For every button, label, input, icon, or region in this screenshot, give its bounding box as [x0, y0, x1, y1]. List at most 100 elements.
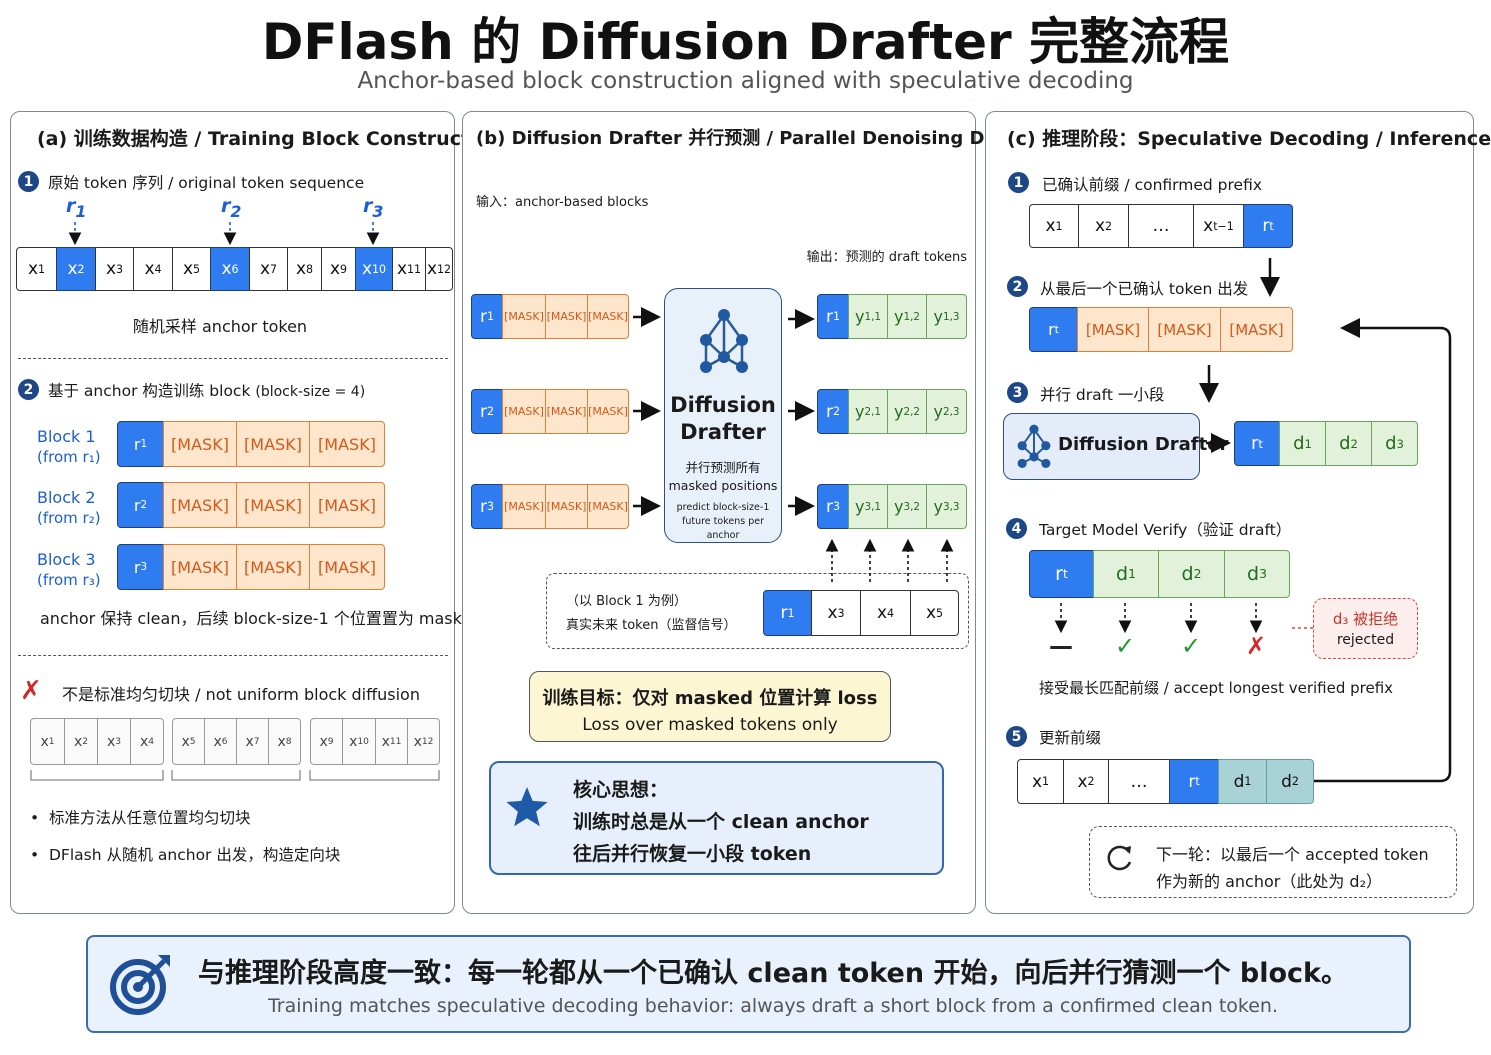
- objective-zh: 训练目标：仅对 masked 位置计算 loss: [542, 688, 878, 709]
- start-token: [MASK]: [1220, 307, 1293, 352]
- block-token: [MASK]: [163, 482, 237, 528]
- drafter-desc-zh: 并行预测所有: [685, 460, 761, 475]
- rejected-en: rejected: [1336, 632, 1395, 648]
- step-badge: 2: [1007, 276, 1028, 297]
- anchor-label: r3: [363, 195, 384, 221]
- banner-zh: 与推理阶段高度一致：每一轮都从一个已确认 clean token 开始，向后并行…: [198, 958, 1348, 989]
- anchor-note: anchor 保持 clean，后续 block-size-1 个位置置为 ma…: [40, 609, 462, 628]
- step-label: 已确认前缀 / confirmed prefix: [1042, 176, 1263, 194]
- banner-en: Training matches speculative decoding be…: [267, 995, 1279, 1017]
- block-token: [MASK]: [236, 482, 310, 528]
- step-badge: 2: [18, 379, 39, 400]
- random-anchor-label: 随机采样 anchor token: [132, 317, 308, 336]
- summary-banner: 与推理阶段高度一致：每一轮都从一个已确认 clean token 开始，向后并行…: [86, 935, 1411, 1033]
- panel-b-heading: (b) Diffusion Drafter 并行预测 / Parallel De…: [476, 128, 1054, 149]
- cross-icon: ✗: [1245, 632, 1267, 660]
- drafter-desc-en: masked positions: [668, 478, 778, 493]
- panel-c-heading: (c) 推理阶段：Speculative Decoding / Inferenc…: [1007, 128, 1491, 150]
- bullet-item: • 标准方法从任意位置均匀切块: [30, 809, 251, 827]
- updated-prefix-token: …: [1108, 759, 1170, 804]
- block-size-note: (block-size = 4): [255, 384, 366, 400]
- core-idea-box: 核心思想： 训练时总是从一个 clean anchor 往后并行恢复一小段 to…: [489, 761, 944, 875]
- next-round-line: 下一轮：以最后一个 accepted token: [1156, 845, 1429, 864]
- step-badge: 1: [1008, 172, 1029, 193]
- block-token: [MASK]: [236, 421, 310, 467]
- target-icon: [110, 955, 170, 1015]
- diffusion-drafter-box: Diffusion Drafter: [1003, 413, 1228, 480]
- step-label: 原始 token 序列 / original token sequence: [48, 174, 365, 192]
- block-source: (from r₃): [37, 571, 101, 589]
- block-token: [MASK]: [163, 544, 237, 590]
- step-label: Target Model Verify（验证 draft）: [1039, 521, 1292, 539]
- network-icon: [1017, 424, 1051, 469]
- start-token: [MASK]: [1148, 307, 1221, 352]
- block-token: [MASK]: [163, 421, 237, 467]
- input-label: 输入：anchor-based blocks: [476, 195, 649, 210]
- block-name: Block 1: [37, 427, 96, 446]
- refresh-icon: [1107, 845, 1132, 871]
- block-label: Block 2(from r₂): [37, 487, 101, 529]
- bullet-item: • DFlash 从随机 anchor 出发，构造定向块: [30, 846, 341, 864]
- step-label: 从最后一个已确认 token 出发: [1040, 280, 1249, 298]
- block-label: Block 1(from r₁): [37, 426, 101, 468]
- drafter-title-line: Diffusion: [670, 393, 776, 417]
- drafter-label: Diffusion Drafter: [1058, 434, 1229, 455]
- dash-mark: —: [1049, 632, 1073, 660]
- step-label: 并行 draft 一小段: [1040, 386, 1165, 404]
- divider: [18, 655, 448, 656]
- block-token: [MASK]: [309, 482, 385, 528]
- divider: [18, 358, 448, 359]
- bullet-text: DFlash 从随机 anchor 出发，构造定向块: [49, 846, 341, 864]
- output-label: 输出：预测的 draft tokens: [806, 250, 967, 265]
- star-icon: [506, 787, 548, 827]
- check-icon: ✓: [1114, 632, 1136, 660]
- drafter-desc: 并行预测所有 masked positions: [665, 459, 781, 495]
- step-badge: 5: [1006, 726, 1027, 747]
- block-name: Block 3: [37, 550, 96, 569]
- cross-icon: ✗: [20, 676, 42, 706]
- step2-text: 基于 anchor 构造训练 block: [48, 382, 251, 400]
- step-badge: 3: [1007, 382, 1028, 403]
- accept-label: 接受最长匹配前缀 / accept longest verified prefi…: [1039, 679, 1394, 697]
- block-token: [MASK]: [236, 544, 310, 590]
- rejected-callout: d₃ 被拒绝 rejected: [1313, 598, 1418, 659]
- step-label: 基于 anchor 构造训练 block (block-size = 4): [48, 379, 365, 401]
- objective-en: Loss over masked tokens only: [582, 715, 838, 735]
- input-token: [MASK]: [587, 294, 629, 339]
- start-token: [MASK]: [1077, 307, 1149, 352]
- core-idea-text: 核心思想： 训练时总是从一个 clean anchor 往后并行恢复一小段 to…: [573, 774, 869, 870]
